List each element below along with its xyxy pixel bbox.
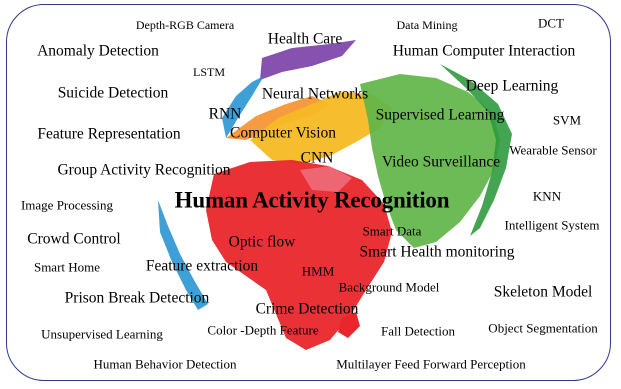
kw-data-mining: Data Mining bbox=[396, 18, 458, 32]
kw-human-computer-interaction: Human Computer Interaction bbox=[392, 42, 576, 60]
kw-intelligent-system: Intelligent System bbox=[504, 217, 600, 233]
kw-unsupervised-learning: Unsupervised Learning bbox=[41, 326, 163, 342]
kw-health-care: Health Care bbox=[267, 30, 343, 48]
center-title: Human Activity Recognition bbox=[174, 187, 450, 213]
kw-object-segmentation: Object Segmentation bbox=[488, 320, 598, 336]
kw-group-activity-recognition: Group Activity Recognition bbox=[57, 161, 231, 179]
continent-green bbox=[360, 74, 500, 248]
kw-wearable-sensor: Wearable Sensor bbox=[509, 142, 597, 158]
kw-crowd-control: Crowd Control bbox=[27, 230, 121, 248]
kw-video-surveillance: Video Surveillance bbox=[381, 153, 501, 171]
kw-feature-representation: Feature Representation bbox=[37, 125, 181, 143]
rounded-frame bbox=[6, 4, 611, 381]
kw-dct: DCT bbox=[538, 15, 564, 31]
kw-suicide-detection: Suicide Detection bbox=[57, 84, 169, 102]
kw-color-depth-feature: Color -Depth Feature bbox=[207, 322, 319, 338]
kw-skeleton-model: Skeleton Model bbox=[493, 283, 593, 301]
kw-lstm: LSTM bbox=[192, 65, 226, 79]
kw-background-model: Background Model bbox=[338, 279, 440, 295]
kw-depth-rgb-camera: Depth-RGB Camera bbox=[135, 18, 235, 32]
kw-neural-networks: Neural Networks bbox=[261, 85, 369, 103]
kw-deep-learning: Deep Learning bbox=[465, 77, 559, 95]
kw-human-behavior-detection: Human Behavior Detection bbox=[93, 356, 237, 372]
kw-prison-break-detection: Prison Break Detection bbox=[64, 289, 210, 307]
kw-supervised-learning: Supervised Learning bbox=[375, 106, 505, 124]
kw-hmm: HMM bbox=[301, 263, 335, 279]
kw-smart-home: Smart Home bbox=[33, 259, 101, 275]
continent-red bbox=[206, 160, 392, 350]
continent-green-edge bbox=[440, 64, 512, 236]
kw-knn: KNN bbox=[532, 188, 562, 204]
kw-image-processing: Image Processing bbox=[20, 197, 114, 213]
kw-rnn: RNN bbox=[208, 105, 242, 123]
kw-smart-health-monitoring: Smart Health monitoring bbox=[359, 243, 515, 261]
kw-computer-vision: Computer Vision bbox=[230, 124, 336, 142]
kw-optic-flow: Optic flow bbox=[228, 233, 296, 251]
continent-pink bbox=[300, 166, 352, 192]
kw-svm: SVM bbox=[552, 112, 582, 128]
kw-smart-data: Smart Data bbox=[362, 223, 422, 239]
continent-blue-lower bbox=[158, 200, 208, 310]
kw-cnn: CNN bbox=[300, 149, 334, 167]
continent-blue-upper bbox=[222, 76, 264, 138]
kw-feature-extraction: Feature extraction bbox=[145, 257, 259, 275]
kw-fall-detection: Fall Detection bbox=[380, 323, 456, 339]
kw-anomaly-detection: Anomaly Detection bbox=[37, 42, 159, 60]
kw-crime-detection: Crime Detection bbox=[255, 300, 359, 318]
continent-yellow bbox=[250, 92, 392, 164]
continent-purple bbox=[260, 40, 356, 80]
kw-multilayer-feed-forward-perception: Multilayer Feed Forward Perception bbox=[336, 356, 526, 372]
continent-red-island bbox=[338, 312, 360, 338]
